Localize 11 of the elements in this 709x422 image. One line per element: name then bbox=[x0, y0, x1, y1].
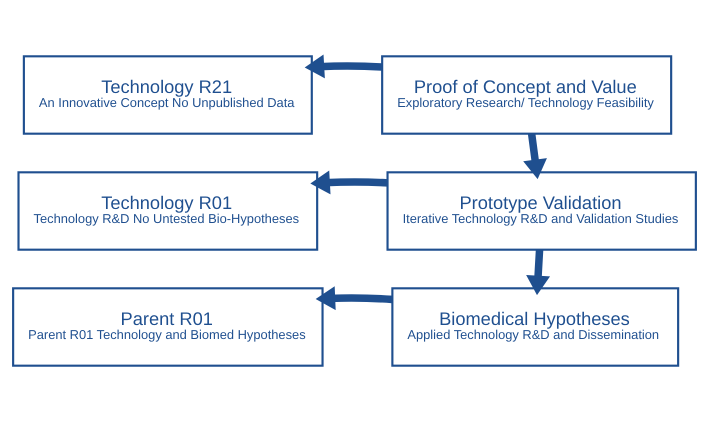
arrow bbox=[310, 170, 388, 194]
node-box: Technology R01 Technology R&D No Untested Bio-Hypotheses bbox=[17, 171, 318, 251]
arrow bbox=[526, 249, 550, 296]
node-box: Parent R01 Parent R01 Technology and Biomed Hypotheses bbox=[12, 287, 324, 367]
arrow bbox=[316, 286, 392, 310]
node-box: Prototype Validation Iterative Technology R&D and Validation Studies bbox=[386, 171, 697, 251]
arrow bbox=[304, 54, 382, 78]
node-box: Proof of Concept and Value Exploratory Research/ Technology Feasibility bbox=[381, 55, 672, 135]
node-box: Biomedical Hypotheses Applied Technology R&D and Dissemination bbox=[391, 287, 680, 367]
arrow bbox=[523, 133, 547, 180]
node-box: Technology R21 An Innovative Concept No Unpublished Data bbox=[22, 55, 313, 135]
